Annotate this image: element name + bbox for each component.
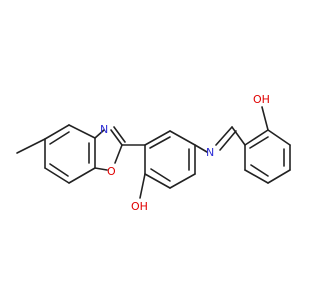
- bond: [244, 169, 269, 184]
- chemical-structure-diagram: N O OH N OH: [0, 0, 300, 300]
- bond: [68, 167, 96, 184]
- imine-double-bond: [215, 126, 233, 146]
- hydroxyl-bond: [261, 106, 269, 131]
- double-bond-inner: [250, 164, 269, 177]
- bond: [194, 144, 208, 153]
- bond: [169, 130, 196, 146]
- double-bond-inner: [113, 126, 126, 143]
- hydroxyl-label-top: OH: [253, 93, 270, 106]
- bond: [144, 173, 171, 189]
- bond-lines: [16, 106, 291, 199]
- hydroxyl-label-bottom: OH: [131, 200, 148, 213]
- bond: [144, 130, 171, 146]
- background: [0, 0, 300, 300]
- imine-nitrogen-label: N: [206, 146, 214, 159]
- bond: [114, 144, 123, 164]
- bond: [94, 167, 108, 171]
- methyl-bond: [16, 138, 46, 154]
- bond: [44, 124, 70, 140]
- double-bond-inner: [150, 168, 171, 182]
- bond: [267, 169, 291, 184]
- double-bond-inner: [249, 136, 269, 149]
- imine-double-bond-inner: [219, 130, 237, 151]
- oxazole-oxygen-label: O: [107, 165, 116, 178]
- bond: [231, 126, 246, 146]
- double-bond-inner: [149, 136, 171, 149]
- bond: [110, 129, 123, 146]
- hydroxyl-bond: [139, 173, 146, 199]
- bond: [267, 129, 291, 146]
- bond: [68, 124, 96, 139]
- bond: [169, 173, 196, 189]
- structure-canvas: N O OH N OH: [0, 0, 300, 300]
- double-bond-inner: [49, 163, 69, 177]
- double-bond-inner: [49, 131, 70, 145]
- bond: [94, 129, 105, 139]
- oxazole-nitrogen-label: N: [100, 123, 108, 136]
- bond: [244, 129, 269, 146]
- bond: [44, 167, 70, 184]
- atom-labels: N O OH N OH: [100, 93, 270, 213]
